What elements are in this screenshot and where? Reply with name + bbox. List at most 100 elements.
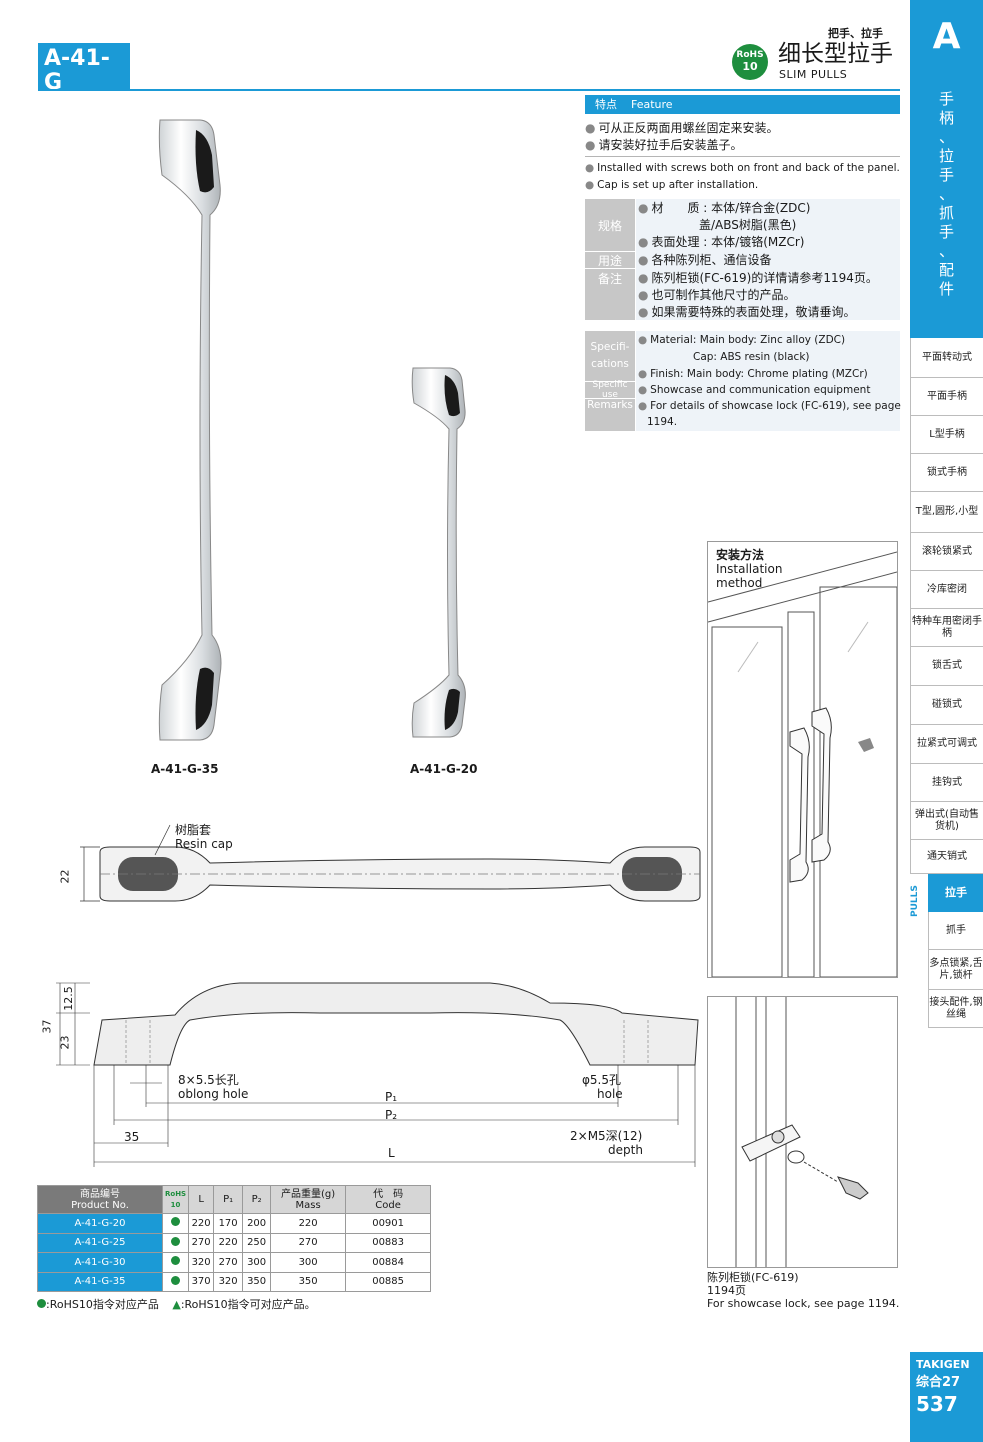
table-legend: :RoHS10指令对应产品 ▲:RoHS10指令可对应产品。	[37, 1296, 316, 1312]
nav-item-12[interactable]: 弹出式(自动售货机)	[910, 802, 983, 840]
spec-en-finish: ●Finish: Main body: Chrome plating (MZCr…	[638, 368, 868, 380]
nav-item-14[interactable]: 拉手	[928, 874, 983, 912]
material-tag: 锌合金制	[44, 96, 84, 107]
th-rohs: RoHS 10	[161, 1185, 190, 1214]
spec-remark-2: ●也可制作其他尺寸的产品。	[638, 288, 796, 302]
page-title: 细长型拉手	[778, 41, 893, 67]
nav-item-4[interactable]: T型,圆形,小型	[910, 492, 983, 533]
cell-pno: A-41-G-20	[37, 1213, 163, 1234]
spec-en-material-1: ●Material: Main body: Zinc alloy (ZDC)	[638, 334, 846, 346]
cell-P1: 270	[213, 1252, 244, 1273]
cell-rohs	[161, 1252, 190, 1273]
dim-23: 23	[58, 1035, 72, 1050]
cell-P2: 300	[242, 1252, 272, 1273]
oblong-cn: 8×5.5长孔	[178, 1073, 239, 1087]
nav-item-13[interactable]: 通天销式	[910, 840, 983, 874]
nav-item-10[interactable]: 拉紧式可调式	[910, 725, 983, 764]
section-category-text: 手柄、拉手、抓手、配件	[938, 90, 954, 298]
top-view-drawing	[80, 824, 701, 902]
nav-item-8[interactable]: 锁舌式	[910, 647, 983, 686]
install-title: 安装方法 Installation method	[716, 548, 783, 590]
rohs-circle-icon	[171, 1236, 181, 1246]
product-image-35	[158, 119, 222, 741]
nav-item-1[interactable]: 平面手柄	[910, 378, 983, 416]
section-letter: A	[910, 0, 983, 70]
spec-material-2: 盖/ABS树脂(黑色)	[699, 218, 797, 232]
cell-L: 370	[188, 1271, 215, 1292]
cell-code: 00901	[345, 1213, 432, 1234]
rohs-circle-icon	[171, 1275, 181, 1285]
lock-note: 陈列柜锁(FC-619) 1194页 For showcase lock, se…	[707, 1271, 900, 1310]
cell-L: 320	[188, 1252, 215, 1273]
th-mass: 产品重量(g)Mass	[270, 1185, 347, 1214]
spec-en-use: ●Showcase and communication equipment	[638, 384, 871, 396]
cell-code: 00884	[345, 1252, 432, 1273]
model-badge: A-41-G 锌合金制	[38, 43, 130, 107]
feature-en-1: ●Installed with screws both on front and…	[585, 162, 900, 174]
nav-item-16[interactable]: 多点锁紧,舌片,锁杆	[928, 950, 983, 990]
cell-rohs	[161, 1271, 190, 1292]
use-en-label: Specific use	[585, 380, 635, 400]
cell-mass: 350	[270, 1271, 347, 1292]
nav-item-2[interactable]: L型手柄	[910, 416, 983, 454]
pulls-tag: PULLS	[910, 885, 920, 917]
cell-code: 00885	[345, 1271, 432, 1292]
dim-l: L	[388, 1146, 395, 1160]
tap-en: depth	[608, 1143, 643, 1157]
spec-use: ●各种陈列柜、通信设备	[638, 253, 772, 267]
dim-p2: P₂	[385, 1108, 398, 1122]
nav-item-15[interactable]: 抓手	[928, 912, 983, 950]
divider	[585, 156, 900, 157]
page-number: 537	[916, 1392, 958, 1416]
nav-item-9[interactable]: 碰锁式	[910, 686, 983, 725]
cell-mass: 300	[270, 1252, 347, 1273]
side-view-drawing	[56, 982, 699, 1167]
nav-item-6[interactable]: 冷库密闭	[910, 571, 983, 609]
cell-pno: A-41-G-30	[37, 1252, 163, 1273]
rohs-logo-line1: RoHS	[736, 50, 764, 60]
nav-item-5[interactable]: 滚轮锁紧式	[910, 533, 983, 571]
dim-35: 35	[124, 1130, 140, 1144]
th-p2: P₂	[242, 1185, 272, 1214]
page-footer: TAKIGEN 综合27 537	[910, 1352, 983, 1442]
dim-37: 37	[40, 1019, 54, 1034]
nav-item-0[interactable]: 平面转动式	[910, 338, 983, 378]
feature-cn-1: ●可从正反两面用螺丝固定来安装。	[585, 121, 779, 135]
cell-P2: 200	[242, 1213, 272, 1234]
caption-20: A-41-G-20	[410, 762, 478, 776]
page-subtitle: SLIM PULLS	[779, 68, 848, 81]
cell-code: 00883	[345, 1232, 432, 1253]
rohs-circle-icon	[37, 1299, 46, 1308]
cell-pno: A-41-G-35	[37, 1271, 163, 1292]
tap-cn: 2×M5深(12)	[570, 1129, 643, 1143]
spec-remark-1: ●陈列柜锁(FC-619)的详情请参考1194页。	[638, 271, 878, 285]
cell-P1: 320	[213, 1271, 244, 1292]
showcase-lock-illustration	[735, 997, 869, 1267]
dim-22: 22	[58, 869, 72, 884]
hole-cn: φ5.5孔	[582, 1073, 622, 1087]
spec-en-remark-1: ●For details of showcase lock (FC-619), …	[638, 400, 901, 412]
feature-en-2: ●Cap is set up after installation.	[585, 179, 759, 191]
spec-material-1: ●材 质 : 本体/锌合金(ZDC)	[638, 201, 811, 215]
showcase-illustration	[707, 551, 898, 978]
rohs-circle-icon	[171, 1256, 181, 1266]
cell-L: 270	[188, 1232, 215, 1253]
spec-cn-box	[636, 199, 900, 320]
nav-item-17[interactable]: 接头配件,钢丝绳	[928, 990, 983, 1028]
caption-35: A-41-G-35	[151, 762, 219, 776]
nav-item-7[interactable]: 特种车用密闭手柄	[910, 609, 983, 647]
nav-item-11[interactable]: 挂钩式	[910, 764, 983, 802]
dim-12-5: 12.5	[61, 986, 75, 1011]
cell-pno: A-41-G-25	[37, 1232, 163, 1253]
spec-remark-3: ●如果需要特殊的表面处理，敬请垂询。	[638, 305, 856, 319]
product-image-20	[411, 367, 466, 738]
nav-item-3[interactable]: 锁式手柄	[910, 454, 983, 492]
feature-cn-2: ●请安装好拉手后安装盖子。	[585, 138, 743, 152]
